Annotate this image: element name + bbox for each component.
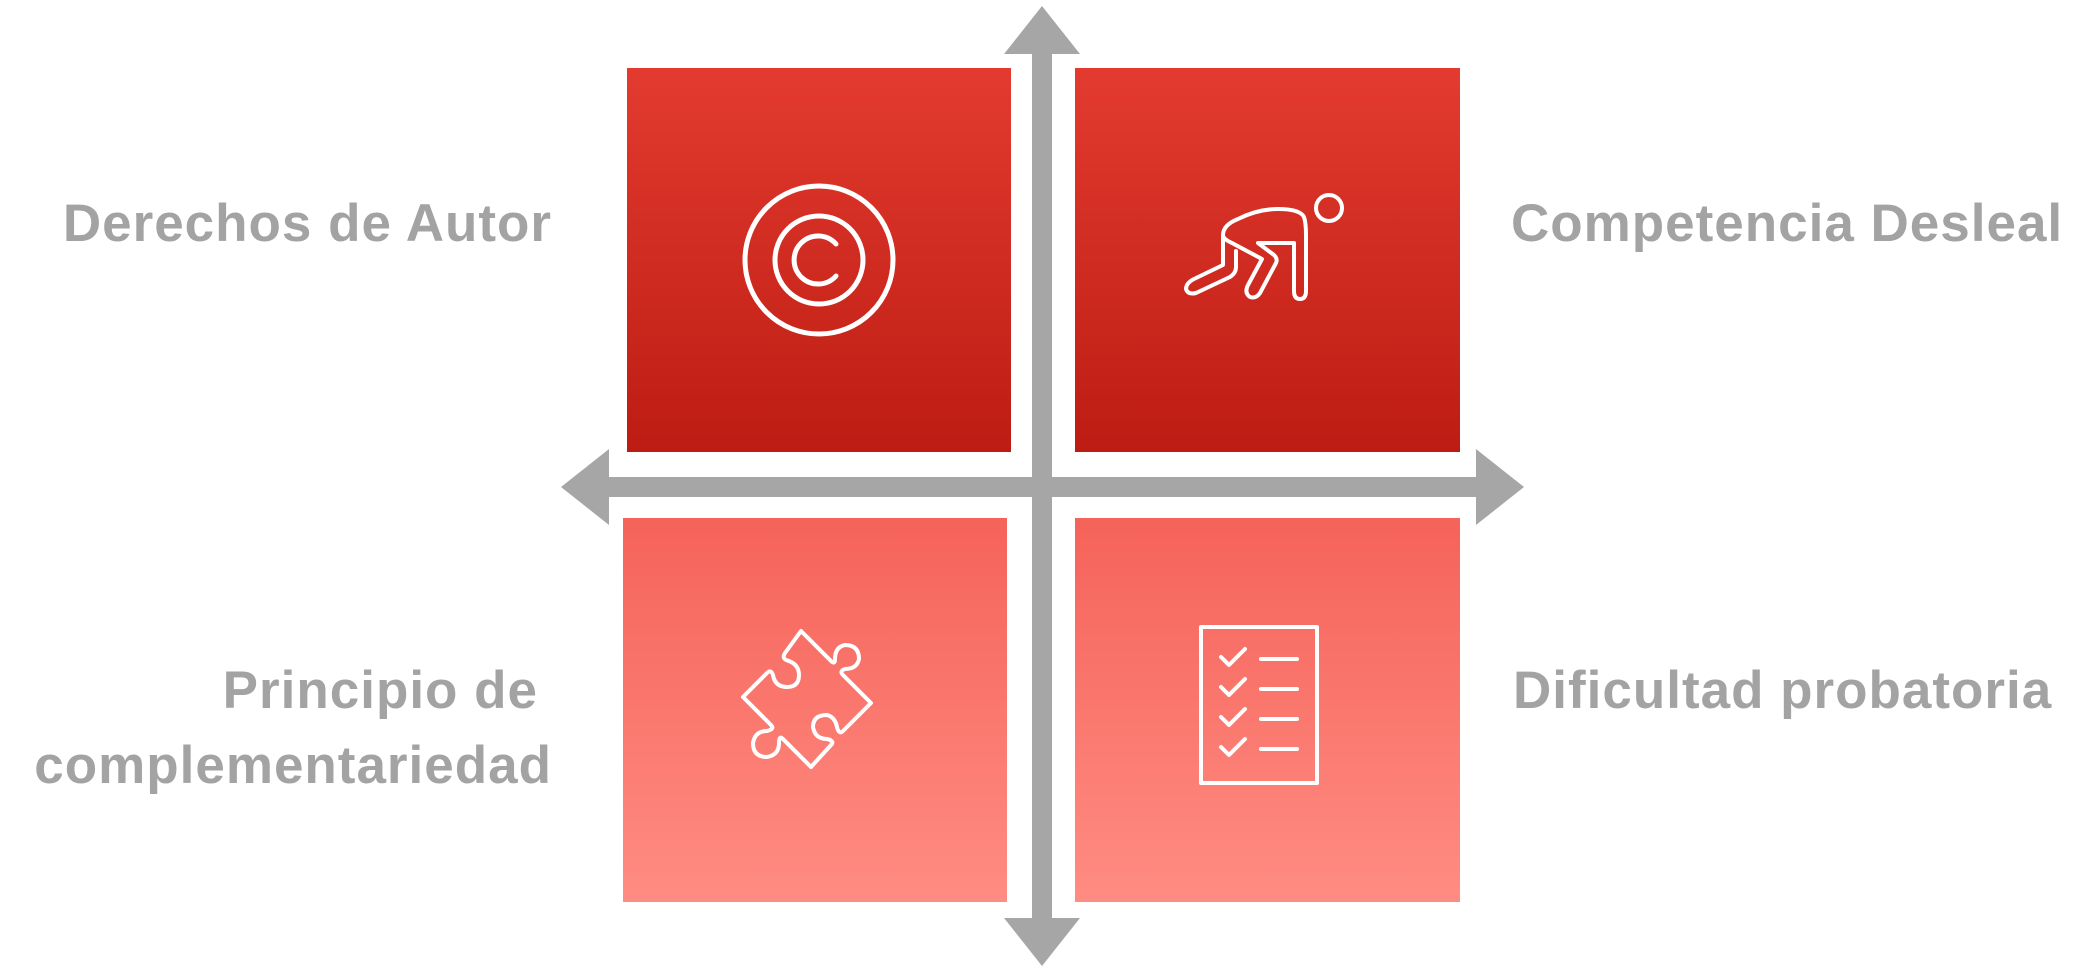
checklist-icon (1198, 625, 1319, 785)
horizontal-axis (606, 477, 1480, 497)
quadrant-principio-de-complementariedad (623, 518, 1007, 902)
quadrant-competencia-desleal (1075, 68, 1460, 452)
puzzle-piece-icon (741, 629, 873, 769)
axis-arrow-left (561, 449, 609, 525)
quadrant-dificultad-probatoria (1075, 518, 1460, 902)
label-principio-de-complementariedad: Principio de complementariedad (34, 653, 552, 804)
sprinter-start-icon (1183, 193, 1344, 301)
label-derechos-de-autor: Derechos de Autor (62, 194, 552, 253)
axis-arrow-up (1004, 6, 1080, 54)
label-line-1: Principio de (222, 661, 538, 720)
axis-arrow-right (1476, 449, 1524, 525)
quadrant-derechos-de-autor (627, 68, 1011, 452)
label-competencia-desleal: Competencia Desleal (1511, 194, 2064, 253)
label-dificultad-probatoria: Dificultad probatoria (1513, 661, 2053, 720)
copyright-icon (742, 183, 896, 337)
axis-arrow-down (1004, 918, 1080, 966)
label-line-2: complementariedad (34, 736, 552, 796)
